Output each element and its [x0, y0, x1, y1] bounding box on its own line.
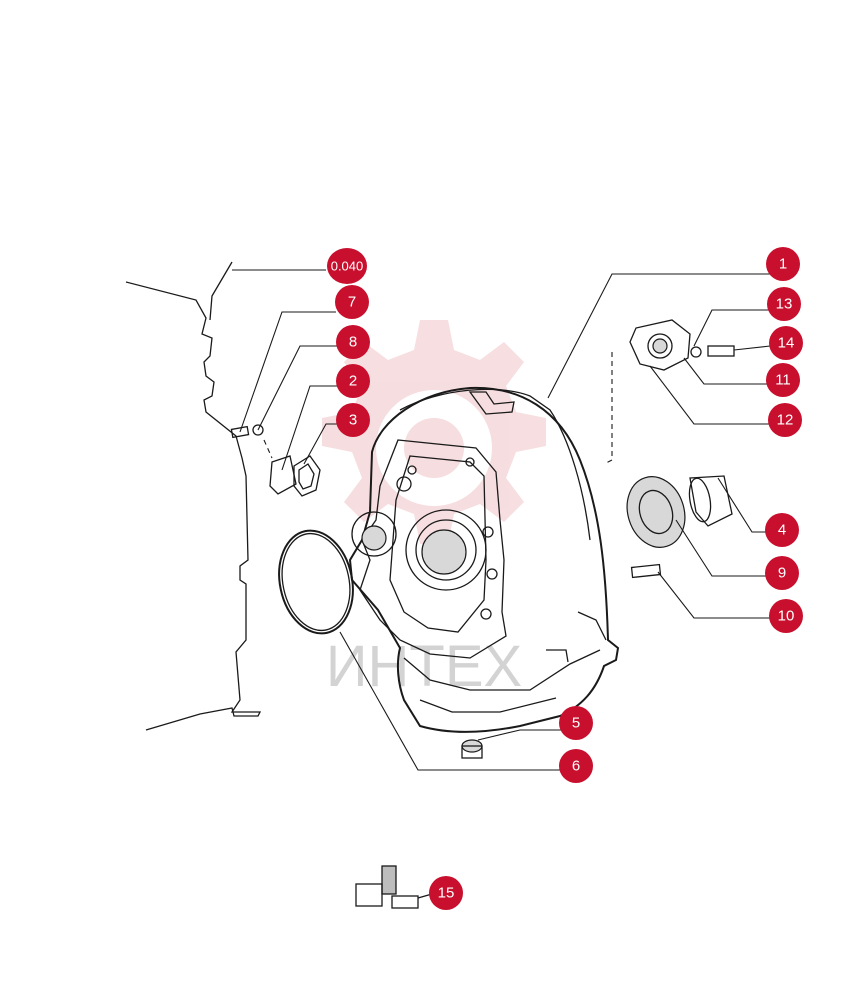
- callout-bubble: [767, 287, 801, 321]
- group-reference-text: 0.040: [331, 259, 364, 274]
- callout-bubble: [766, 247, 800, 281]
- callout-number: 9: [778, 565, 786, 582]
- watermark-text: ИНТЕХ: [326, 634, 522, 699]
- callout-bubble: [765, 556, 799, 590]
- cover-assembly-left: [230, 424, 321, 497]
- callout-number: 11: [775, 372, 791, 389]
- callout-number: 10: [778, 608, 795, 625]
- callout-number: 8: [349, 334, 357, 351]
- callout-number: 15: [438, 885, 455, 902]
- callout-bubble: [429, 876, 463, 910]
- callout-4[interactable]: 4: [765, 513, 799, 547]
- engine-block-outline: [125, 261, 326, 731]
- callout-number: 5: [572, 715, 580, 732]
- callout-bubble: [768, 403, 802, 437]
- callout-number: 13: [776, 296, 793, 313]
- group-reference-label[interactable]: 0.040: [327, 248, 367, 284]
- callout-number: 2: [349, 373, 357, 390]
- callout-bubble: [559, 706, 593, 740]
- callout-bubble: [769, 599, 803, 633]
- callout-bubble: [559, 749, 593, 783]
- callout-bubble: [335, 285, 369, 319]
- watermark-gear-logo: [322, 320, 546, 544]
- callout-6[interactable]: 6: [559, 749, 593, 783]
- callout-bubble: [336, 325, 370, 359]
- callout-2[interactable]: 2: [336, 364, 370, 398]
- callout-7[interactable]: 7: [335, 285, 369, 319]
- callout-8[interactable]: 8: [336, 325, 370, 359]
- drain-plug: [461, 739, 483, 759]
- callout-bubble: [766, 363, 800, 397]
- callout-number: 4: [778, 522, 786, 539]
- callout-bubble: [336, 403, 370, 437]
- callout-13[interactable]: 13: [767, 287, 801, 321]
- callout-1[interactable]: 1: [766, 247, 800, 281]
- callout-14[interactable]: 14: [769, 326, 803, 360]
- callout-number: 3: [349, 412, 357, 429]
- callout-10[interactable]: 10: [769, 599, 803, 633]
- callout-number: 6: [572, 758, 580, 775]
- callout-number: 14: [778, 335, 795, 352]
- kit-pictogram: [355, 865, 433, 909]
- callout-bubble: [336, 364, 370, 398]
- callout-9[interactable]: 9: [765, 556, 799, 590]
- callout-12[interactable]: 12: [768, 403, 802, 437]
- seal-ring-and-sleeve: [626, 475, 733, 579]
- callout-number: 1: [779, 256, 787, 273]
- leader-lines: [239, 273, 771, 771]
- o-ring-seal: [278, 529, 354, 635]
- callout-15[interactable]: 15: [429, 876, 463, 910]
- callout-11[interactable]: 11: [766, 363, 800, 397]
- callout-bubble: [765, 513, 799, 547]
- callout-3[interactable]: 3: [336, 403, 370, 437]
- flange-assembly-right: [603, 319, 735, 465]
- callout-number: 12: [777, 412, 794, 429]
- callout-5[interactable]: 5: [559, 706, 593, 740]
- callout-bubble: [769, 326, 803, 360]
- flywheel-housing: [348, 386, 620, 733]
- callout-number: 7: [348, 294, 356, 311]
